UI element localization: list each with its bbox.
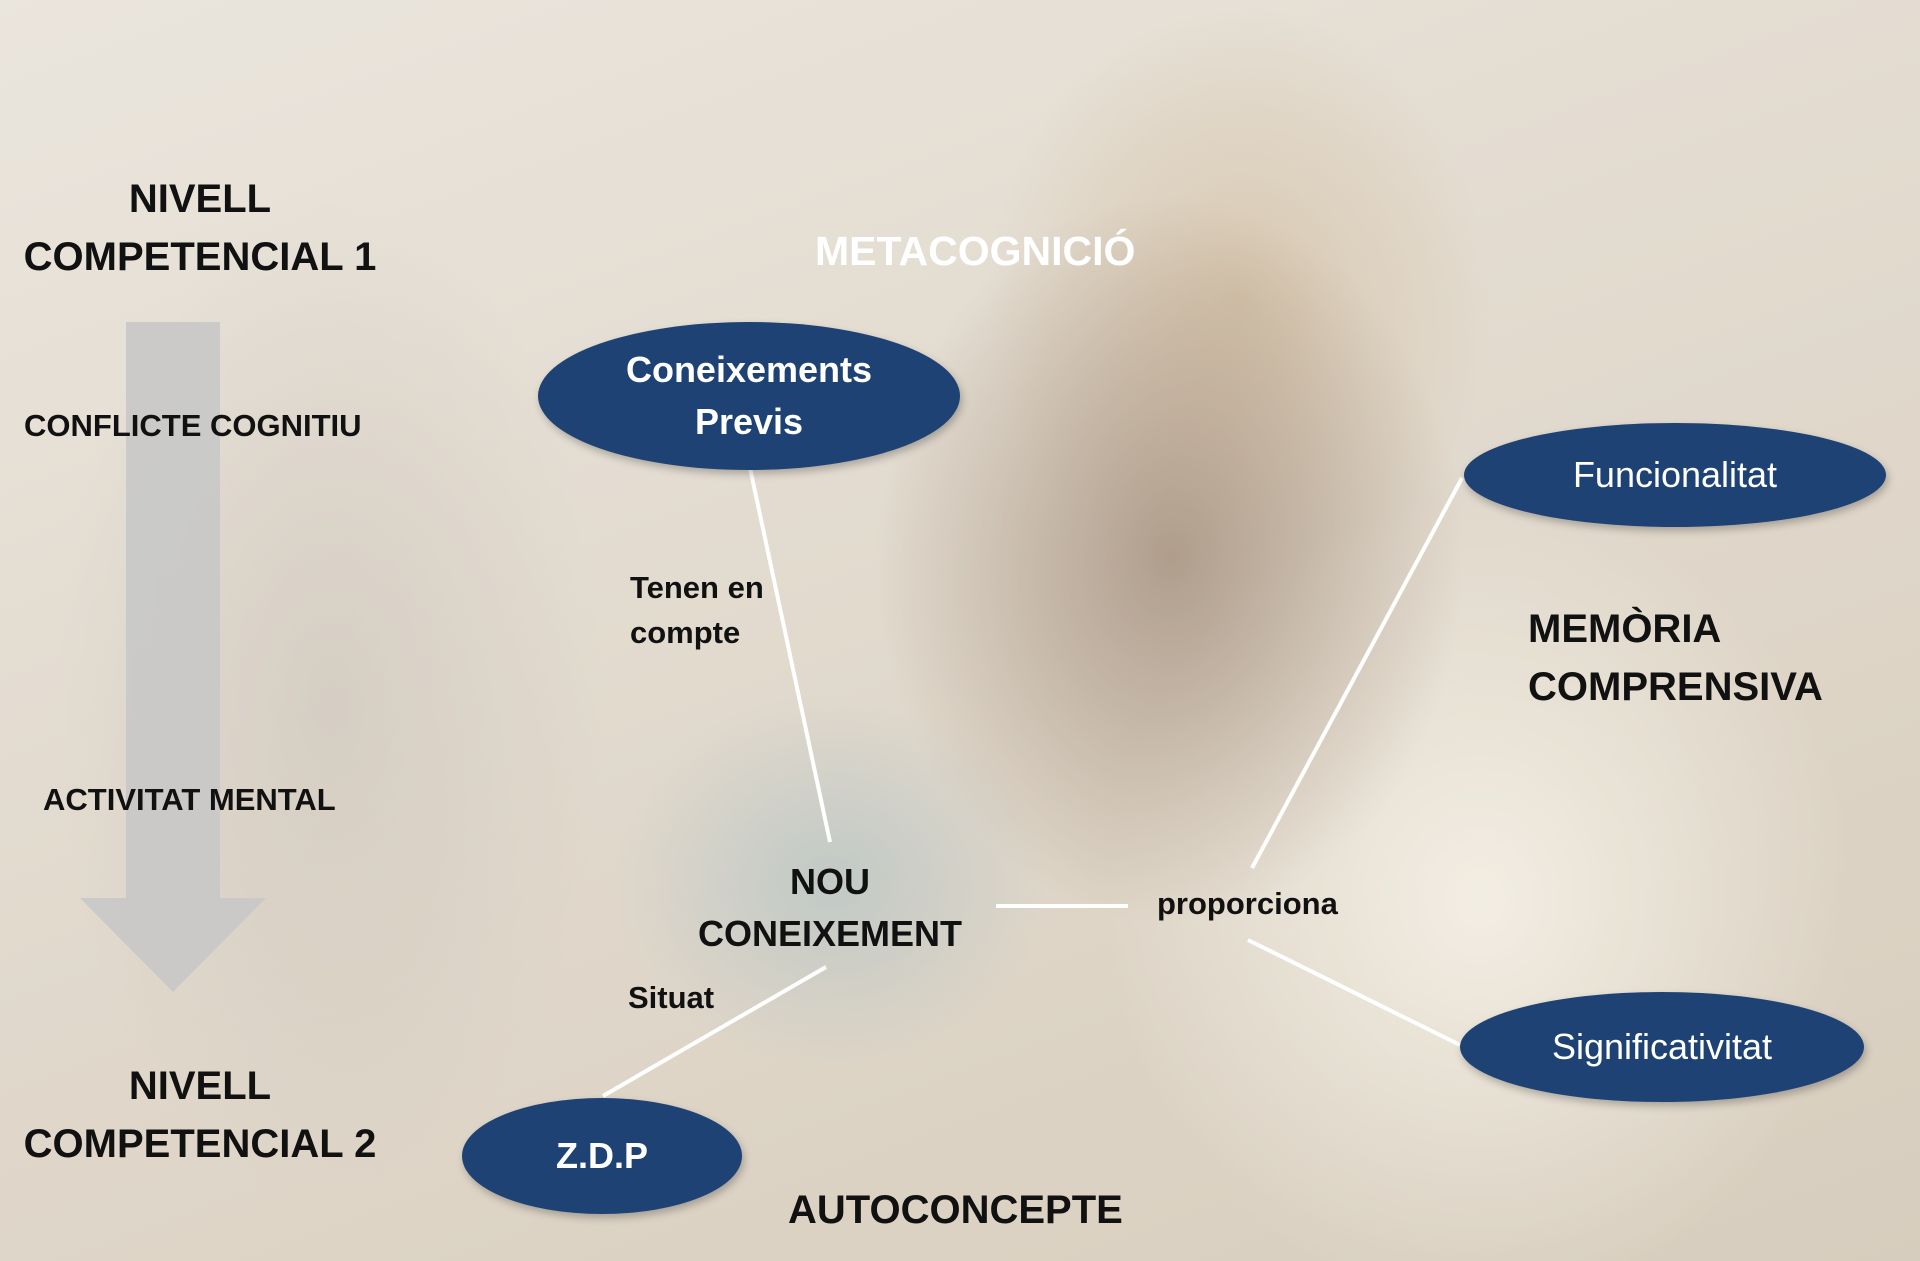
mental-activity-label: ACTIVITAT MENTAL [43, 782, 336, 817]
significance-node-label: Significativitat [1551, 1026, 1773, 1067]
take-into-account-line-2: compte [630, 615, 741, 650]
functionality-node-label: Funcionalitat [1572, 454, 1778, 495]
connector-provides-to-functionality [1250, 477, 1464, 869]
provides-label: proporciona [1157, 886, 1338, 921]
take-into-account-line-1: Tenen en [630, 570, 764, 605]
connector-new-to-zdp [601, 965, 828, 1098]
functionality-node: Funcionalitat [1464, 423, 1886, 527]
new-knowledge-line-2: CONEIXEMENT [697, 913, 963, 954]
prior-knowledge-line-1: Coneixements [625, 349, 873, 390]
zdp-node: Z.D.P [462, 1098, 742, 1214]
memory-line-2: COMPRENSIVA [1528, 665, 1823, 709]
level-2-line-1: NIVELL [128, 1064, 272, 1108]
down-arrow [80, 322, 266, 992]
prior-knowledge-line-2: Previs [694, 401, 804, 442]
self-concept-label: AUTOCONCEPTE [788, 1188, 1123, 1232]
level-2-line-2: COMPETENCIAL 2 [23, 1122, 377, 1166]
level-1-line-1: NIVELL [128, 177, 272, 221]
prior-knowledge-node: Coneixements Previs [538, 322, 960, 470]
metacognition-label: METACOGNICIÓ [815, 228, 1136, 274]
new-knowledge-line-1: NOU [790, 861, 870, 902]
comprehensive-memory-label: MEMÒRIA COMPRENSIVA [1528, 600, 1823, 716]
zdp-node-label: Z.D.P [555, 1135, 648, 1176]
connector-prior-to-new [748, 467, 832, 843]
new-knowledge-label: NOU CONEIXEMENT [680, 856, 980, 960]
memory-line-1: MEMÒRIA [1528, 607, 1722, 651]
take-into-account-label: Tenen en compte [630, 565, 764, 655]
connector-provides-to-significance [1247, 938, 1461, 1047]
level-2-title: NIVELL COMPETENCIAL 2 [10, 1057, 390, 1173]
significance-node: Significativitat [1460, 992, 1864, 1102]
located-label: Situat [628, 980, 715, 1015]
level-1-line-2: COMPETENCIAL 1 [23, 235, 377, 279]
level-1-title: NIVELL COMPETENCIAL 1 [10, 170, 390, 286]
cognitive-conflict-label: CONFLICTE COGNITIU [24, 408, 362, 443]
